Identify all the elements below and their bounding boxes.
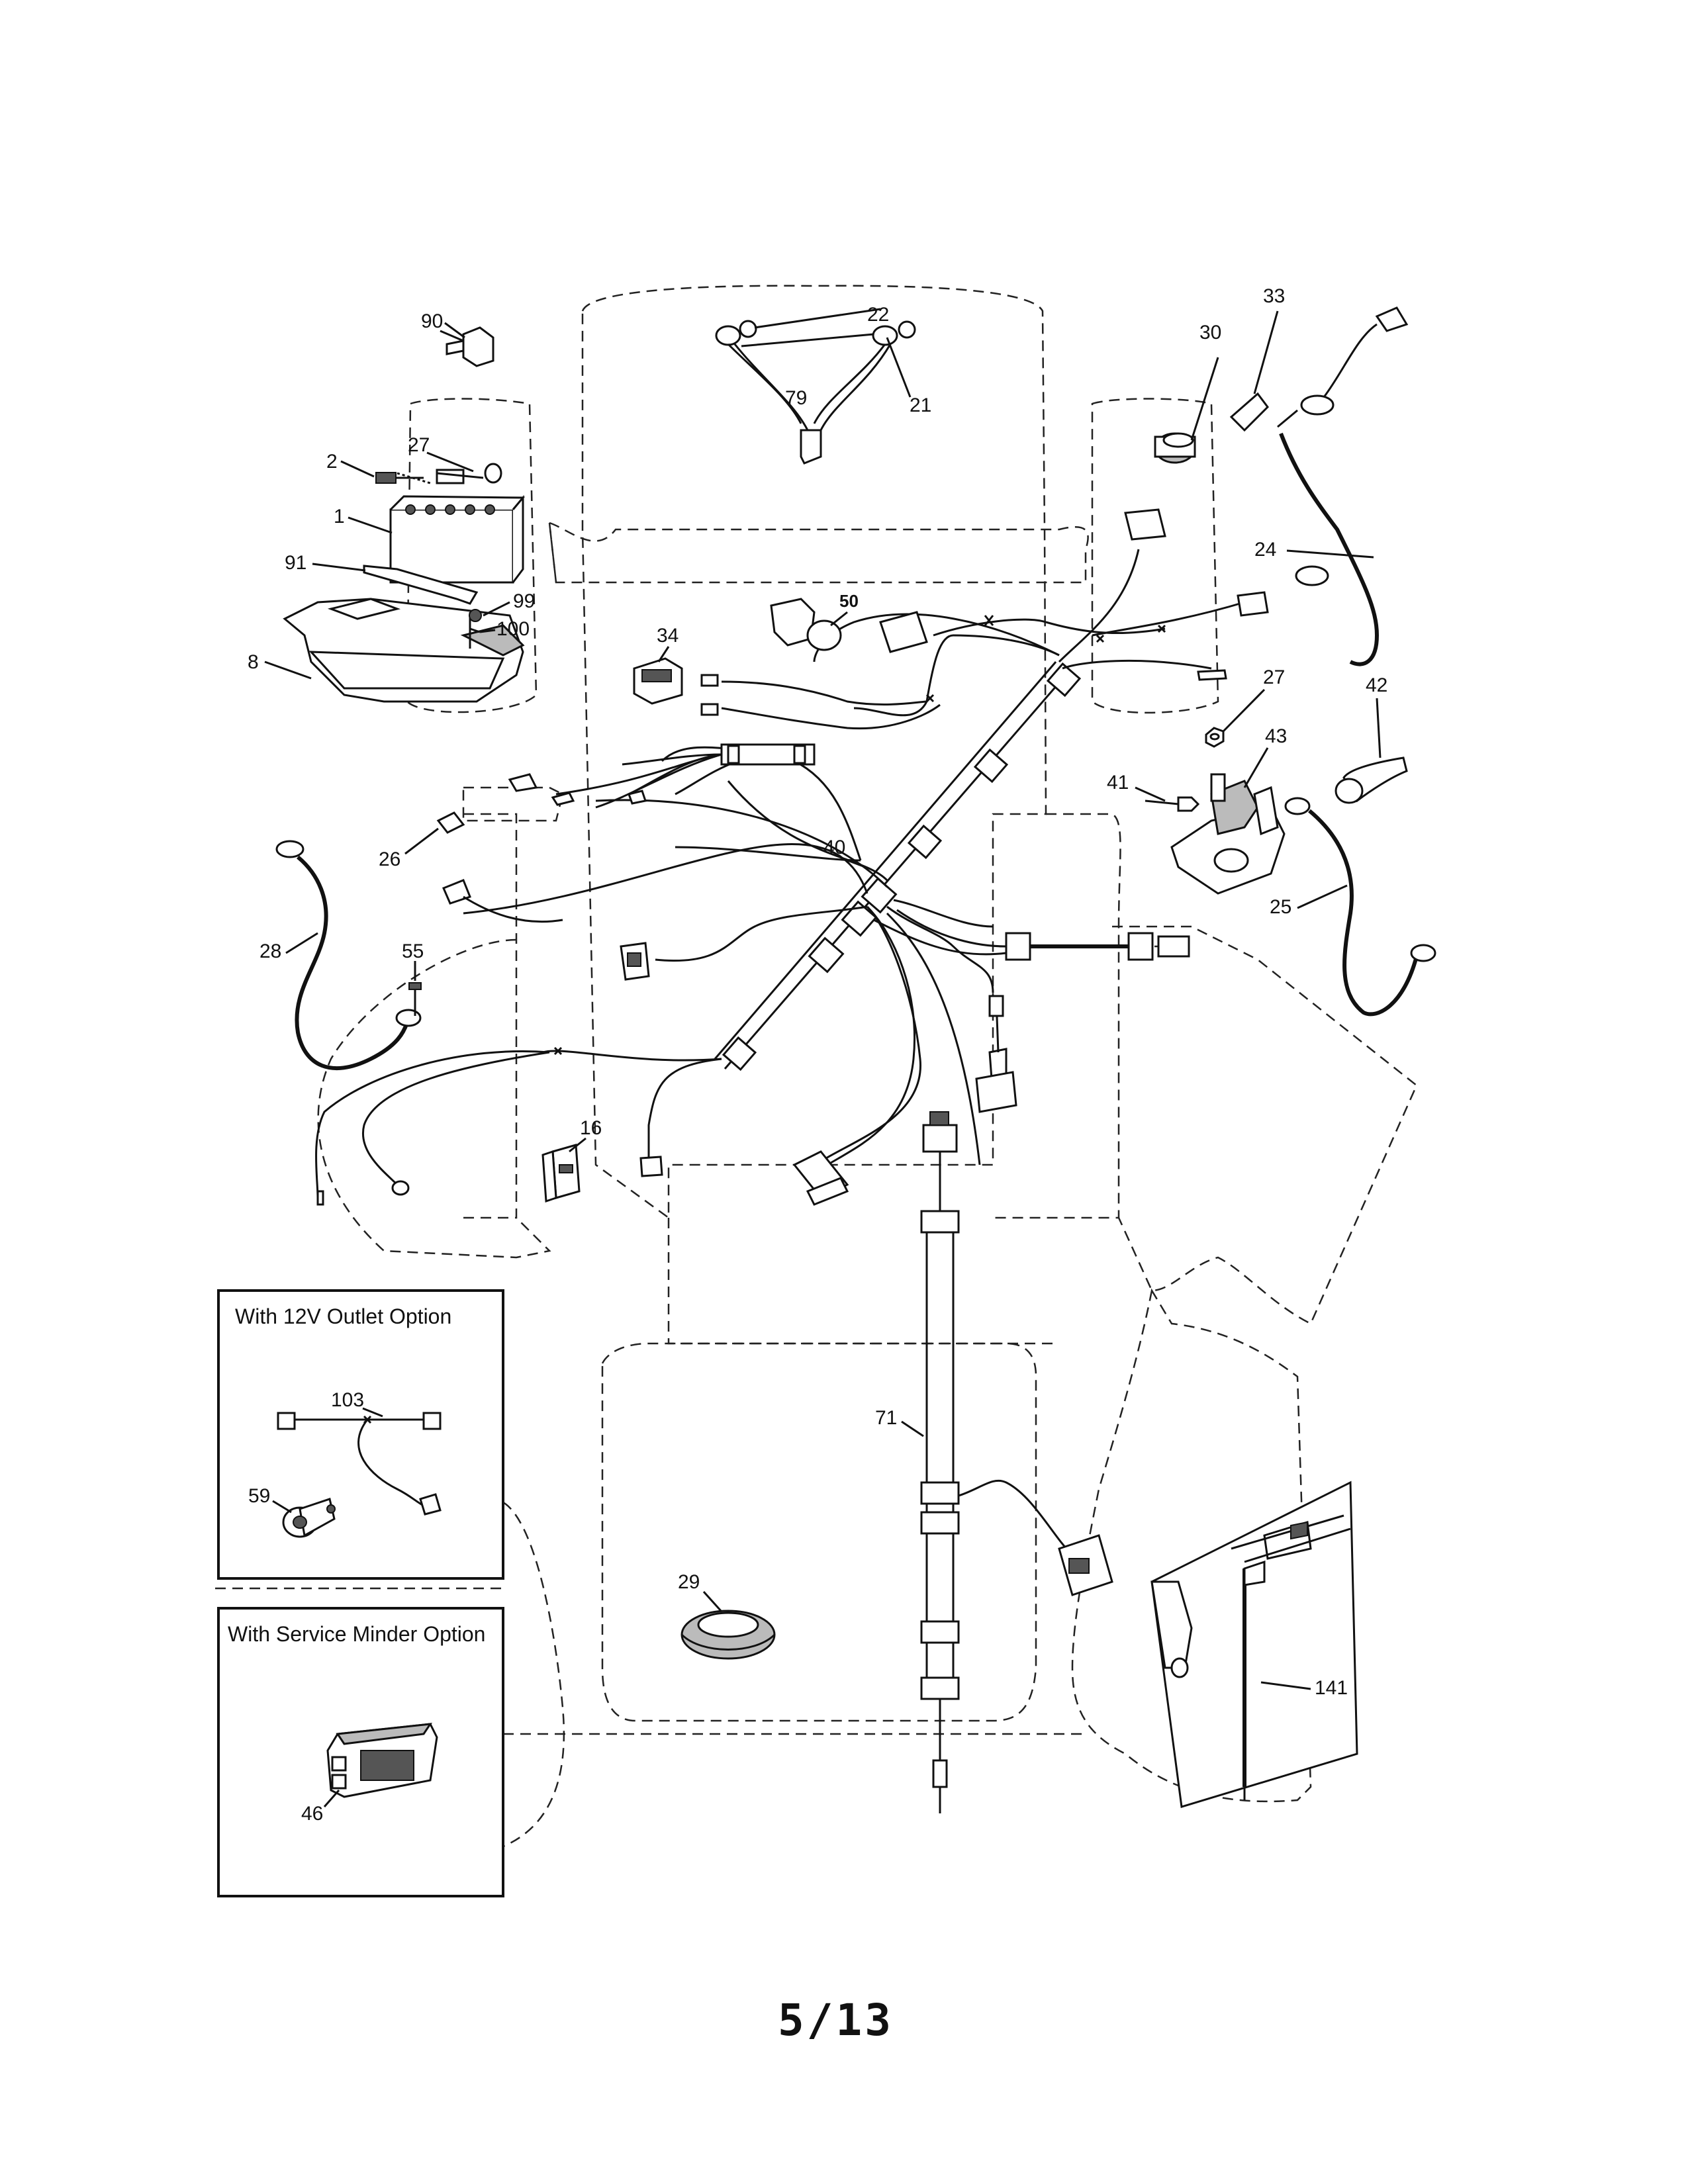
callout-43: 43 [1265, 725, 1287, 747]
pto-switch-34: 34 [633, 625, 683, 705]
plug-lead [463, 895, 563, 923]
callout-99: 99 [513, 590, 535, 612]
callout-8: 8 [248, 651, 259, 673]
screw-55: 55 [402, 940, 424, 1016]
callout-28: 28 [259, 940, 281, 962]
splice-mark [553, 1046, 563, 1056]
wire-terminal [316, 1190, 324, 1206]
wire-ring [391, 1180, 410, 1196]
harness-71: 71 [875, 1111, 1113, 1813]
callout-103: 103 [331, 1389, 364, 1411]
callout-41: 41 [1107, 772, 1129, 794]
callout-22: 22 [867, 304, 889, 326]
leader-1 [348, 516, 393, 534]
inset-outlet-option: With 12V Outlet Option 103 59 [217, 1289, 504, 1580]
leader-91 [312, 563, 366, 572]
page-number: 5/13 [778, 1995, 894, 2046]
terminal-boot-42: 42 [1335, 674, 1408, 804]
battery-assembly [283, 463, 526, 703]
ignition-switch: 30 33 [1154, 285, 1285, 464]
battery-cable-24: 24 [1254, 306, 1409, 666]
service-minder-title: With Service Minder Option [228, 1622, 485, 1646]
callout-46: 46 [301, 1803, 323, 1825]
callout-55: 55 [402, 940, 424, 962]
callout-27b: 27 [1263, 666, 1285, 688]
callout-29: 29 [678, 1571, 700, 1593]
grommet-29: 29 [678, 1571, 776, 1660]
callout-27a: 27 [408, 434, 430, 456]
leader-40 [843, 858, 869, 870]
harness-branch-right [896, 909, 1190, 961]
callout-42: 42 [1366, 674, 1387, 696]
battery-cable-25: 25 [1270, 797, 1436, 1017]
callout-30: 30 [1199, 322, 1221, 343]
callout-59: 59 [248, 1485, 270, 1507]
callout-50: 50 [839, 591, 859, 611]
callout-24: 24 [1254, 539, 1276, 561]
decal [879, 611, 928, 653]
harness-connectors [620, 942, 1017, 1206]
callout-40: 40 [823, 837, 845, 858]
callout-90: 90 [421, 310, 443, 332]
headlight-assembly: 22 79 21 [715, 304, 931, 465]
part-90-connector: 90 [421, 310, 494, 367]
starter-solenoid-43: 27 43 41 [1107, 666, 1287, 895]
callout-71: 71 [875, 1407, 897, 1429]
callout-25: 25 [1270, 896, 1291, 918]
callout-91: 91 [285, 552, 306, 574]
callout-2: 2 [326, 451, 338, 473]
inset-service-minder-option: With Service Minder Option 46 [217, 1607, 504, 1897]
callout-1: 1 [334, 506, 345, 527]
outlet-option-title: With 12V Outlet Option [235, 1304, 451, 1328]
relay-16: 16 [541, 1117, 602, 1203]
callout-34: 34 [657, 625, 679, 647]
callout-33: 33 [1263, 285, 1285, 307]
leader-2 [340, 460, 375, 478]
leader-100 [479, 629, 496, 633]
ground-cable-28: 28 [259, 840, 422, 1071]
switch-50: 50 [770, 591, 859, 651]
fuse-26: 26 [379, 811, 465, 870]
callout-79: 79 [785, 387, 807, 409]
callout-100: 100 [496, 618, 530, 640]
leader-99 [483, 601, 510, 617]
callout-21: 21 [910, 394, 931, 416]
seat-switch-141: 141 [1150, 1480, 1358, 1808]
callout-141: 141 [1315, 1677, 1348, 1699]
callout-16: 16 [580, 1117, 602, 1139]
leader-8 [264, 660, 312, 680]
leader-27a [426, 451, 474, 473]
callout-26: 26 [379, 848, 400, 870]
plug-connector [442, 879, 471, 905]
harness-small-leads [700, 508, 1269, 730]
harness-branch-left [508, 743, 816, 809]
